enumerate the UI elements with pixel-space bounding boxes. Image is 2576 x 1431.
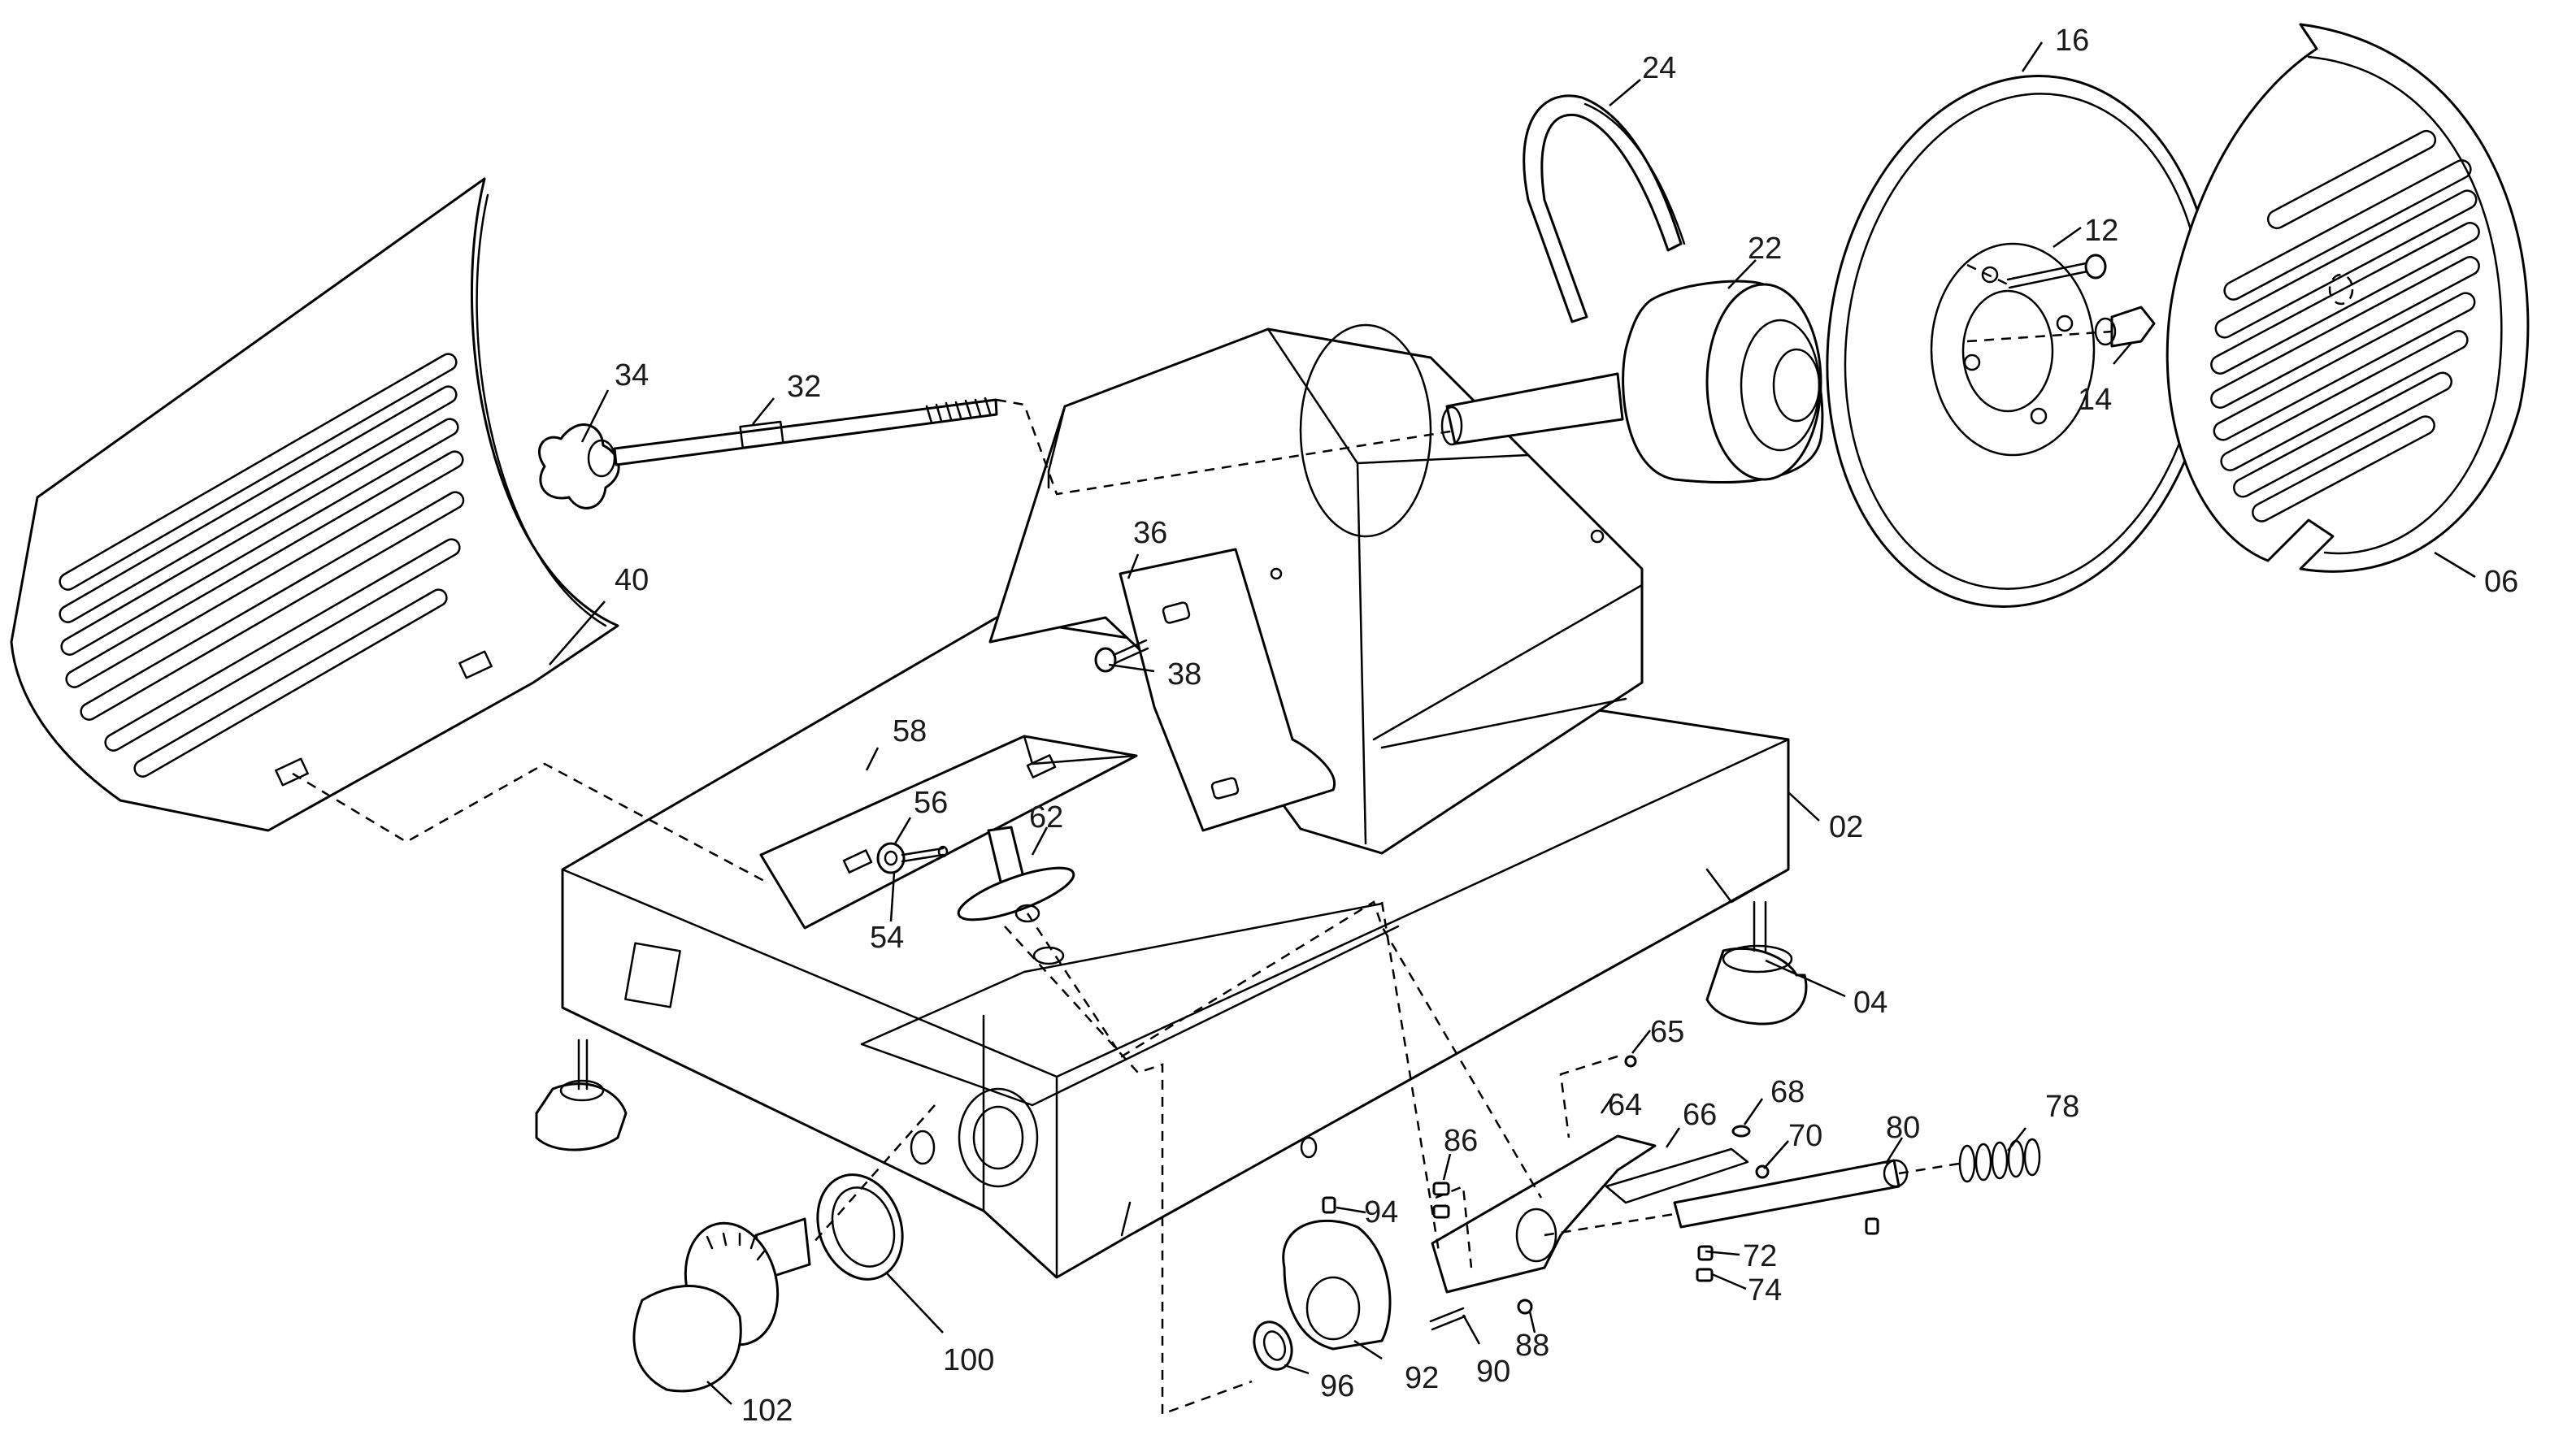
part-64-lever-arm xyxy=(1431,1134,1657,1294)
part-100-ring xyxy=(816,1173,904,1281)
callout-36: 36 xyxy=(1133,516,1167,550)
callout-72: 72 xyxy=(1743,1239,1777,1273)
callout-78: 78 xyxy=(2045,1090,2079,1124)
callout-labels: 02 04 06 12 14 16 22 24 32 34 36 38 40 5… xyxy=(615,24,2518,1428)
callout-94: 94 xyxy=(1364,1195,1398,1229)
part-02-base-housing xyxy=(561,323,1790,1279)
callout-92: 92 xyxy=(1405,1361,1439,1395)
callout-88: 88 xyxy=(1515,1329,1549,1363)
callout-38: 38 xyxy=(1167,657,1201,692)
part-80-pin xyxy=(1673,1159,1909,1229)
callout-64: 64 xyxy=(1608,1088,1642,1122)
callout-16: 16 xyxy=(2055,24,2089,58)
part-34-star-knob xyxy=(538,423,620,510)
part-96-washer xyxy=(1253,1320,1293,1371)
part-40-side-guard xyxy=(10,177,619,832)
callout-22: 22 xyxy=(1748,232,1782,266)
callout-96: 96 xyxy=(1320,1369,1354,1403)
part-54-screw xyxy=(901,845,949,863)
callout-70: 70 xyxy=(1788,1119,1822,1153)
part-58-carriage-plate xyxy=(759,735,1138,930)
leader-lines xyxy=(549,41,2476,1405)
callout-02: 02 xyxy=(1829,810,1863,844)
callout-04: 04 xyxy=(1853,986,1887,1020)
assembly-lines xyxy=(292,263,2113,1416)
callout-86: 86 xyxy=(1444,1124,1478,1158)
callout-34: 34 xyxy=(615,358,649,392)
part-78-spring xyxy=(1958,1138,2041,1183)
callout-24: 24 xyxy=(1642,51,1676,85)
callout-56: 56 xyxy=(914,786,948,820)
part-102-dial-knob xyxy=(632,1217,811,1393)
part-92-cam xyxy=(1282,1219,1392,1351)
part-04-foot-left xyxy=(535,1039,628,1151)
part-22-motor-pulley xyxy=(1440,280,1824,484)
part-36-bracket xyxy=(1119,548,1336,832)
callout-100: 100 xyxy=(943,1343,994,1377)
callout-102: 102 xyxy=(741,1394,793,1428)
callout-62: 62 xyxy=(1029,800,1063,835)
part-06-blade-guard xyxy=(2165,23,2530,573)
callout-14: 14 xyxy=(2078,383,2112,417)
guard-06-slots xyxy=(2210,129,2480,523)
part-14-nut xyxy=(2094,306,2156,348)
callout-66: 66 xyxy=(1683,1098,1717,1132)
part-32-threaded-rod xyxy=(613,397,998,466)
small-hardware-parts xyxy=(1322,1055,1879,1331)
callout-68: 68 xyxy=(1770,1075,1805,1109)
callout-80: 80 xyxy=(1886,1111,1920,1145)
callout-40: 40 xyxy=(615,563,649,597)
callout-54: 54 xyxy=(870,921,904,955)
callout-65: 65 xyxy=(1650,1015,1684,1049)
guard-40-slots xyxy=(59,353,465,778)
callout-58: 58 xyxy=(893,714,927,748)
callout-74: 74 xyxy=(1748,1273,1782,1307)
callout-06: 06 xyxy=(2484,565,2518,599)
callout-12: 12 xyxy=(2084,214,2118,248)
part-56-washer xyxy=(876,842,906,874)
part-62-disc-foot xyxy=(957,826,1075,923)
part-66-spring-clip xyxy=(1605,1147,1749,1204)
callout-32: 32 xyxy=(787,370,821,404)
part-04-foot-right xyxy=(1705,900,1808,1026)
callout-90: 90 xyxy=(1476,1355,1510,1389)
part-12-screw xyxy=(2006,254,2107,289)
part-24-drive-belt xyxy=(1523,94,1686,323)
